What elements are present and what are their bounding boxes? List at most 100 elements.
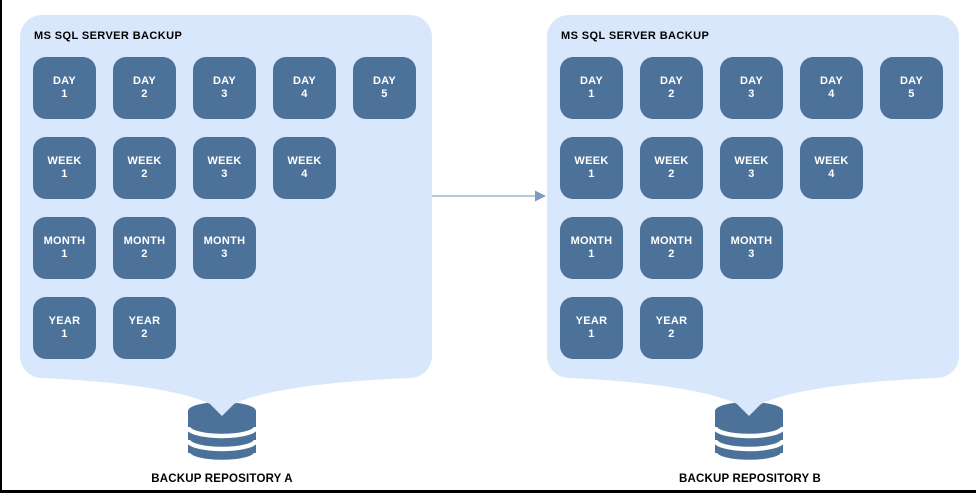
tile-day-4: DAY 4 [273, 57, 336, 119]
tile-day-2: DAY 2 [113, 57, 176, 119]
year-row: YEAR 1 YEAR 2 [33, 297, 176, 359]
tile-number: 2 [141, 248, 148, 260]
tile-day-1: DAY 1 [33, 57, 96, 119]
tile-month-1: MONTH 1 [560, 217, 623, 279]
tile-month-2: MONTH 2 [640, 217, 703, 279]
tile-unit: WEEK [47, 155, 82, 167]
tile-day-5: DAY 5 [880, 57, 943, 119]
tile-day-4: DAY 4 [800, 57, 863, 119]
backup-panel-b: MS SQL SERVER BACKUP DAY 1 DAY 2 DAY 3 D… [547, 15, 959, 378]
tile-unit: MONTH [730, 235, 773, 247]
tile-number: 1 [588, 88, 595, 100]
tile-unit: YEAR [655, 315, 688, 327]
tile-year-1: YEAR 1 [560, 297, 623, 359]
tile-month-3: MONTH 3 [720, 217, 783, 279]
tile-number: 5 [908, 88, 915, 100]
tile-day-2: DAY 2 [640, 57, 703, 119]
tile-day-3: DAY 3 [720, 57, 783, 119]
canvas-left-border [0, 0, 2, 492]
canvas-bottom-border [0, 490, 976, 493]
tile-number: 1 [61, 88, 68, 100]
tile-number: 4 [301, 168, 308, 180]
week-row: WEEK 1 WEEK 2 WEEK 3 WEEK 4 [33, 137, 336, 199]
tile-week-3: WEEK 3 [720, 137, 783, 199]
tile-unit: MONTH [650, 235, 693, 247]
tile-year-2: YEAR 2 [113, 297, 176, 359]
tile-week-4: WEEK 4 [273, 137, 336, 199]
tile-number: 4 [828, 168, 835, 180]
panel-title: MS SQL SERVER BACKUP [34, 30, 183, 42]
tile-number: 3 [221, 168, 228, 180]
tile-unit: MONTH [570, 235, 613, 247]
day-row: DAY 1 DAY 2 DAY 3 DAY 4 DAY 5 [33, 57, 416, 119]
tile-unit: DAY [899, 75, 924, 87]
tile-day-3: DAY 3 [193, 57, 256, 119]
tile-number: 2 [141, 168, 148, 180]
tile-unit: DAY [819, 75, 844, 87]
tile-month-2: MONTH 2 [113, 217, 176, 279]
tile-number: 1 [61, 328, 68, 340]
week-row: WEEK 1 WEEK 2 WEEK 3 WEEK 4 [560, 137, 863, 199]
tile-number: 4 [828, 88, 835, 100]
tile-number: 2 [668, 328, 675, 340]
repository-b-label: BACKUP REPOSITORY B [678, 473, 822, 485]
month-row: MONTH 1 MONTH 2 MONTH 3 [560, 217, 783, 279]
tile-unit: MONTH [43, 235, 86, 247]
database-icon [712, 402, 786, 465]
repository-a-graphic [42, 368, 410, 465]
tile-number: 3 [748, 88, 755, 100]
backup-panel-a: MS SQL SERVER BACKUP DAY 1 DAY 2 DAY 3 D… [20, 15, 432, 378]
tile-number: 2 [668, 248, 675, 260]
tile-number: 3 [748, 168, 755, 180]
day-row: DAY 1 DAY 2 DAY 3 DAY 4 DAY 5 [560, 57, 943, 119]
tile-year-2: YEAR 2 [640, 297, 703, 359]
tile-number: 3 [221, 88, 228, 100]
tile-unit: WEEK [127, 155, 162, 167]
tile-unit: DAY [52, 75, 77, 87]
tile-number: 2 [668, 88, 675, 100]
tile-number: 1 [588, 248, 595, 260]
tile-unit: DAY [292, 75, 317, 87]
tile-week-2: WEEK 2 [113, 137, 176, 199]
tile-unit: DAY [659, 75, 684, 87]
tile-number: 5 [381, 88, 388, 100]
tile-unit: DAY [579, 75, 604, 87]
tile-unit: MONTH [123, 235, 166, 247]
tile-week-1: WEEK 1 [560, 137, 623, 199]
tile-number: 3 [221, 248, 228, 260]
tile-unit: DAY [372, 75, 397, 87]
tile-number: 1 [588, 168, 595, 180]
tile-unit: WEEK [654, 155, 689, 167]
tile-number: 1 [61, 168, 68, 180]
tile-number: 1 [588, 328, 595, 340]
tile-number: 2 [141, 328, 148, 340]
tile-number: 4 [301, 88, 308, 100]
tile-unit: YEAR [48, 315, 81, 327]
tile-week-4: WEEK 4 [800, 137, 863, 199]
tile-unit: YEAR [128, 315, 161, 327]
funnel-shape [42, 368, 410, 416]
tile-unit: DAY [132, 75, 157, 87]
repository-b-graphic [569, 368, 937, 465]
tile-week-3: WEEK 3 [193, 137, 256, 199]
tile-unit: DAY [739, 75, 764, 87]
tile-month-3: MONTH 3 [193, 217, 256, 279]
tile-number: 2 [141, 88, 148, 100]
tile-number: 2 [668, 168, 675, 180]
funnel-shape [569, 368, 937, 416]
tile-unit: WEEK [207, 155, 242, 167]
tile-year-1: YEAR 1 [33, 297, 96, 359]
repository-a-label: BACKUP REPOSITORY A [151, 473, 293, 485]
month-row: MONTH 1 MONTH 2 MONTH 3 [33, 217, 256, 279]
tile-week-1: WEEK 1 [33, 137, 96, 199]
tile-unit: WEEK [287, 155, 322, 167]
tile-unit: WEEK [574, 155, 609, 167]
tile-month-1: MONTH 1 [33, 217, 96, 279]
tile-unit: WEEK [734, 155, 769, 167]
replication-arrow-icon [432, 190, 546, 202]
tile-unit: MONTH [203, 235, 246, 247]
tile-unit: YEAR [575, 315, 608, 327]
tile-day-1: DAY 1 [560, 57, 623, 119]
tile-unit: DAY [212, 75, 237, 87]
